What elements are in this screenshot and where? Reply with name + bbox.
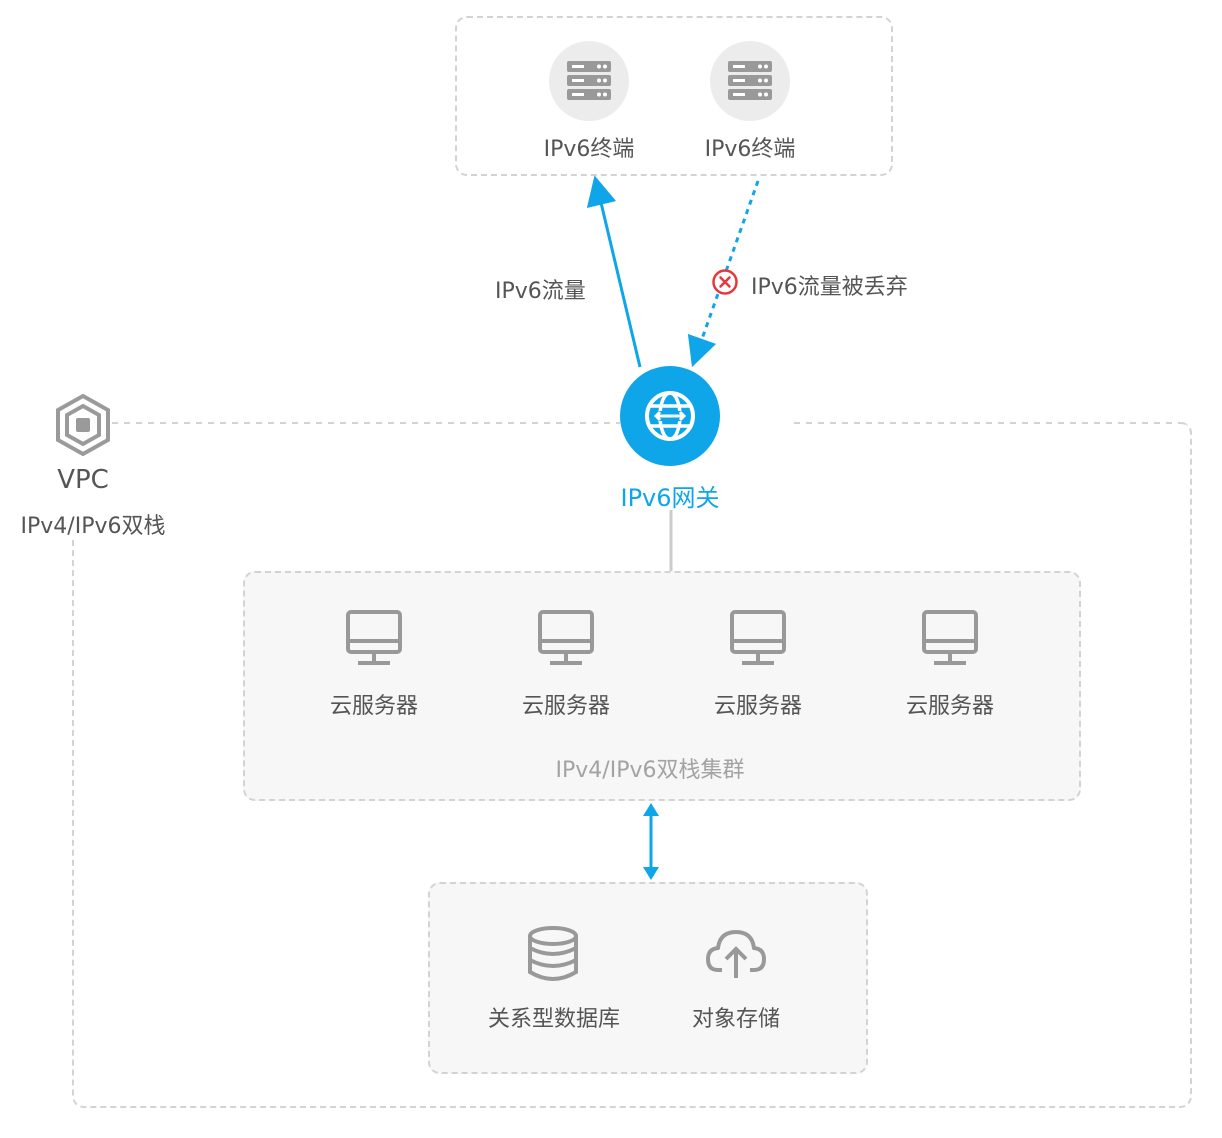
server-label-3: 云服务器 [713, 694, 802, 719]
cluster-container [243, 571, 1081, 801]
vpc-title: VPC [57, 465, 109, 495]
allowed-flow-label: IPv6流量 [495, 279, 586, 304]
storage-container [428, 882, 868, 1074]
allowed-flow-arrow [586, 175, 642, 368]
server-icon [710, 41, 790, 121]
gateway-label: IPv6网关 [620, 484, 720, 512]
monitor-icon [728, 609, 788, 667]
server-label-2: 云服务器 [521, 694, 610, 719]
vpc-top-border [112, 422, 1192, 435]
error-x-icon [711, 268, 739, 296]
server-label-4: 云服务器 [905, 694, 994, 719]
monitor-icon [536, 609, 596, 667]
vpc-subtitle: IPv4/IPv6双栈 [20, 514, 166, 539]
dropped-flow-arrow [687, 180, 760, 368]
terminal-label-1: IPv6终端 [543, 137, 635, 162]
server-icon [549, 41, 629, 121]
vpc-hexagon-icon [52, 394, 114, 456]
monitor-icon [344, 609, 404, 667]
terminal-group [455, 16, 893, 176]
cluster-label: IPv4/IPv6双栈集群 [555, 758, 745, 783]
vpc-container [72, 422, 1192, 1108]
server-label-1: 云服务器 [329, 694, 418, 719]
globe-gateway-icon[interactable] [620, 366, 720, 466]
database-icon [526, 926, 580, 982]
cloud-upload-icon [704, 926, 768, 982]
storage-label-2: 对象存储 [691, 1007, 780, 1032]
dropped-flow-label: IPv6流量被丢弃 [751, 275, 908, 300]
monitor-icon [920, 609, 980, 667]
terminal-label-2: IPv6终端 [704, 137, 796, 162]
storage-label-1: 关系型数据库 [487, 1007, 620, 1032]
